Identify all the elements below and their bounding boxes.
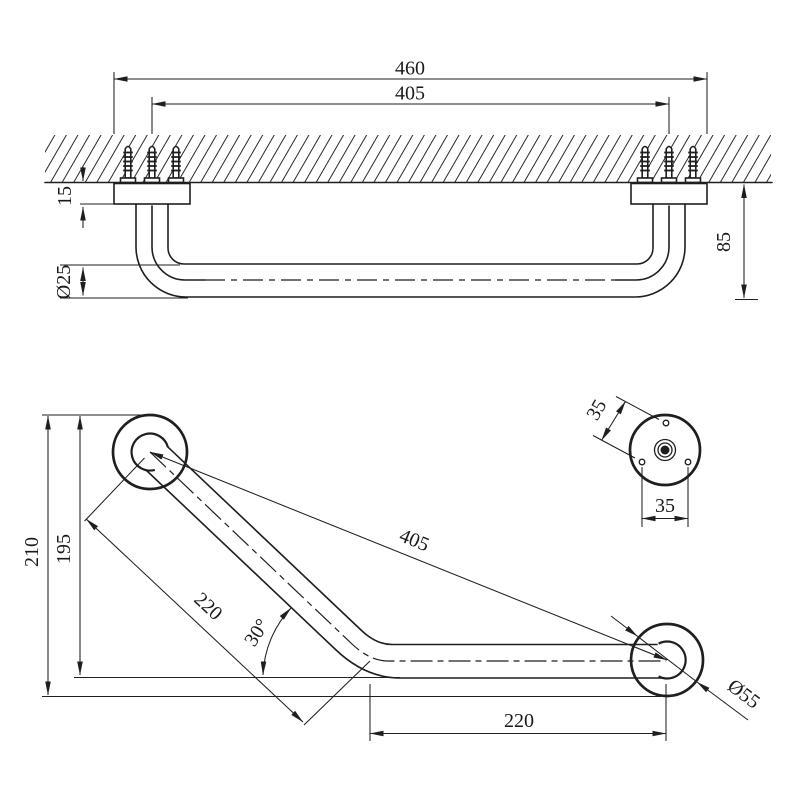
dim-label-220-incline: 220 [190,588,227,625]
plan-view: 210 195 220 30° 405 220 [21,413,764,741]
detail-screw-hole [684,458,692,466]
detail-flange-outline [628,413,702,487]
dim-label-15: 15 [54,186,76,206]
dim-label-220-straight: 220 [504,710,534,732]
dim-label-210: 210 [21,537,43,567]
dim-overall-depth: 210 [21,415,51,696]
wall-section-hatch [45,135,771,182]
dim-label-85: 85 [713,232,735,252]
detail-hub-center [660,445,670,455]
dim-hole-pitch-diagonal: 35 [582,396,660,459]
dim-mount-centers: 405 [151,83,670,134]
right-flange-inner [658,640,687,680]
detail-hub-ring-outer [653,438,677,462]
dim-incline-length: 220 [84,457,371,726]
dim-label-460: 460 [395,58,425,80]
dim-wall-clearance: 85 [713,184,758,301]
dim-overall-width: 460 [113,58,708,134]
right-flange-front [630,182,708,205]
dim-label-405-front: 405 [395,83,425,105]
front-view: 460 405 15 Ø25 85 [44,58,773,301]
dim-hole-pitch-horizontal: 35 [641,467,689,527]
dim-label-35-diag: 35 [582,396,611,424]
dim-bend-angle: 30° [240,607,292,676]
detail-hub-ring-inner [657,442,673,458]
dim-bar-diameter: Ø25 [53,264,188,299]
dim-label-d25: Ø25 [53,265,75,299]
dim-label-405-plan: 405 [396,525,432,557]
flange-detail-view: 35 35 [582,396,702,527]
detail-screw-hole [638,458,646,466]
dim-bend-depth: 195 [53,415,83,676]
left-flange-front [113,182,191,205]
grab-bar-front [135,203,686,298]
dim-flange-depth: 15 [54,167,114,228]
dim-straight-length: 220 [369,684,667,741]
dim-centers-length: 405 [149,451,668,661]
detail-screw-hole [662,419,670,427]
dim-label-d55: Ø55 [723,675,764,713]
dim-label-195: 195 [53,534,75,564]
left-flange-inner [130,432,169,472]
dim-label-35-horiz: 35 [655,495,675,517]
